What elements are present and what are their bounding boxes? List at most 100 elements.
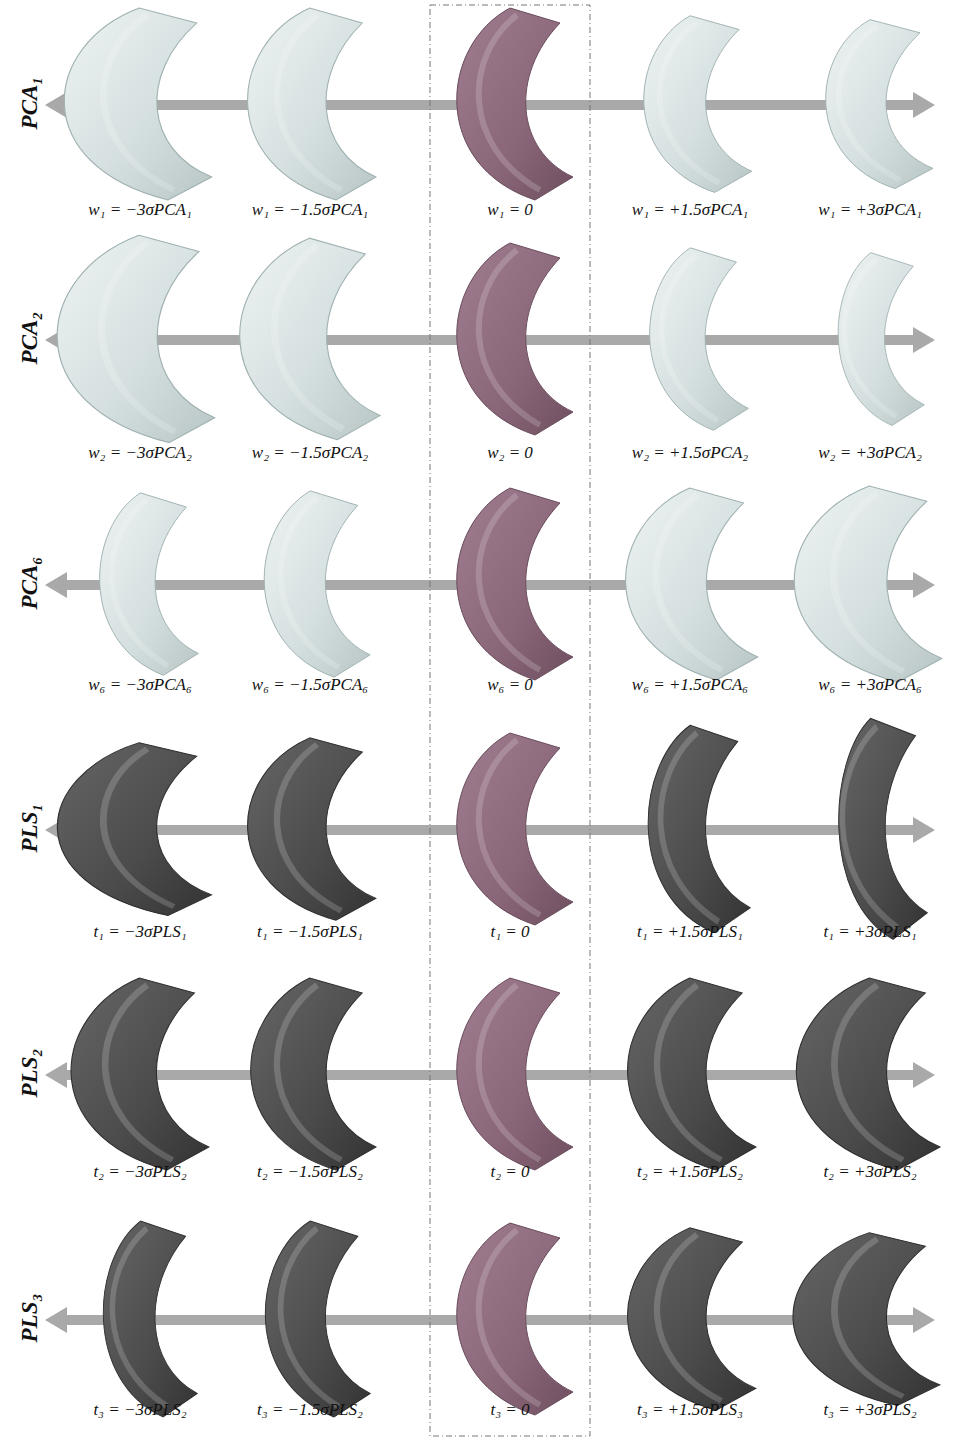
vessel-surface [457, 1223, 573, 1415]
row-label: PCA₆ [17, 557, 43, 610]
weight-caption: w₂ = +3σPCA₂ [818, 443, 922, 463]
weight-caption: w₂ = +1.5σPCA₂ [632, 443, 748, 463]
vessel-highlight [842, 727, 897, 928]
vessel-shape [264, 491, 370, 677]
vessel-surface [628, 978, 756, 1170]
vessel-shape [793, 1233, 940, 1406]
weight-caption: w₂ = −1.5σPCA₂ [252, 443, 368, 463]
vessel-shape [626, 488, 758, 680]
vessel-shape [265, 1221, 370, 1417]
vessel-shape [64, 8, 211, 200]
weight-caption: t₂ = +3σPLS₂ [823, 1162, 916, 1182]
vessel-surface [457, 978, 573, 1170]
row-label: PLS₃ [17, 1294, 43, 1343]
vessel-highlight [834, 1239, 903, 1397]
vessel-shape [71, 978, 209, 1170]
weight-caption: t₂ = 0 [490, 1162, 529, 1182]
vessel-shape [796, 978, 940, 1170]
weight-caption: t₁ = −3σPLS₁ [93, 922, 186, 942]
vessel-shape [457, 733, 573, 925]
vessel-highlight [839, 26, 900, 180]
vessel-surface [248, 738, 376, 920]
vessel-highlight [833, 493, 903, 672]
vessel-shape [457, 243, 573, 435]
weight-caption: t₂ = +1.5σPLS₂ [637, 1162, 743, 1182]
vessel-shape [251, 978, 376, 1170]
weight-caption: t₁ = +1.5σPLS₁ [637, 922, 743, 942]
vessel-surface [457, 243, 573, 435]
weight-caption: w₆ = −1.5σPCA₆ [252, 675, 368, 695]
vessel-shape [103, 1221, 197, 1417]
row-label: PCA₂ [17, 312, 43, 365]
vessel-surface [71, 978, 209, 1170]
vessel-highlight [277, 15, 341, 190]
vessel-surface [57, 743, 211, 916]
weight-caption: w₂ = −3σPCA₂ [88, 443, 192, 463]
weight-caption: w₆ = +1.5σPCA₆ [632, 675, 748, 695]
vessel-highlight [281, 1228, 339, 1407]
vessel-highlight [834, 985, 903, 1160]
vessel-surface [796, 978, 940, 1170]
vessel-shape [457, 8, 573, 200]
weight-caption: t₁ = −1.5σPLS₁ [257, 922, 363, 942]
vessel-highlight [657, 1235, 721, 1401]
vessel-highlight [103, 749, 173, 907]
vessel-shape [650, 248, 749, 430]
vessel-shape [838, 253, 924, 426]
vessel-surface [100, 493, 199, 675]
vessel-highlight [112, 500, 168, 666]
vessel-surface [103, 1221, 197, 1417]
vessel-highlight [103, 15, 173, 190]
vessel-shape [644, 16, 752, 193]
vessel-surface [251, 978, 376, 1170]
vessel-shape [794, 486, 941, 682]
vessel-highlight [102, 243, 175, 432]
vessel-highlight [844, 259, 896, 417]
row-label: PCA₁ [17, 77, 43, 130]
vessel-highlight [479, 495, 540, 670]
vessel-highlight [656, 495, 722, 670]
vessel-shape [839, 718, 928, 939]
vessel-surface [457, 488, 573, 680]
weight-caption: t₃ = −1.5σPLS₂ [257, 1400, 363, 1420]
vessel-surface [457, 8, 573, 200]
vessel-shape [826, 20, 933, 189]
weight-caption: t₃ = −3σPLS₂ [93, 1400, 186, 1420]
weight-caption: w₁ = −3σPCA₁ [88, 200, 192, 220]
vessel-surface [793, 1233, 940, 1406]
vessel-highlight [657, 985, 721, 1160]
vessel-highlight [277, 745, 341, 911]
vessel-surface [648, 725, 750, 932]
vessel-highlight [274, 246, 343, 430]
vessel-highlight [281, 498, 339, 668]
vessel-surface [838, 253, 924, 426]
vessel-shape [457, 488, 573, 680]
vessel-surface [794, 486, 941, 682]
weight-caption: w₁ = +1.5σPCA₁ [632, 200, 748, 220]
vessel-highlight [105, 985, 172, 1160]
vessel-shape [457, 978, 573, 1170]
vessel-shape [57, 743, 211, 916]
vessel-highlight [661, 733, 719, 922]
vessel-surface [248, 8, 376, 200]
weight-caption: w₆ = +3σPCA₆ [818, 675, 922, 695]
vessel-surface [626, 488, 758, 680]
row-label: PLS₁ [17, 804, 43, 853]
weight-caption: t₂ = −3σPLS₂ [93, 1162, 186, 1182]
vessel-surface [644, 16, 752, 193]
vessel-highlight [659, 22, 719, 183]
vessel-shape [248, 738, 376, 920]
weight-caption: t₂ = −1.5σPLS₂ [257, 1162, 363, 1182]
vessel-highlight [662, 255, 718, 421]
weight-caption: w₆ = −3σPCA₆ [88, 675, 192, 695]
row-label: PLS₂ [17, 1049, 43, 1098]
vessel-shape [57, 235, 214, 442]
vessel-shape [457, 1223, 573, 1415]
vessel-surface [265, 1221, 370, 1417]
vessel-highlight [112, 1228, 167, 1407]
weight-caption: w₆ = 0 [487, 675, 533, 695]
vessel-surface [64, 8, 211, 200]
weight-caption: t₃ = 0 [490, 1400, 529, 1420]
vessel-highlight [277, 985, 341, 1160]
weight-caption: w₁ = −1.5σPCA₁ [252, 200, 368, 220]
